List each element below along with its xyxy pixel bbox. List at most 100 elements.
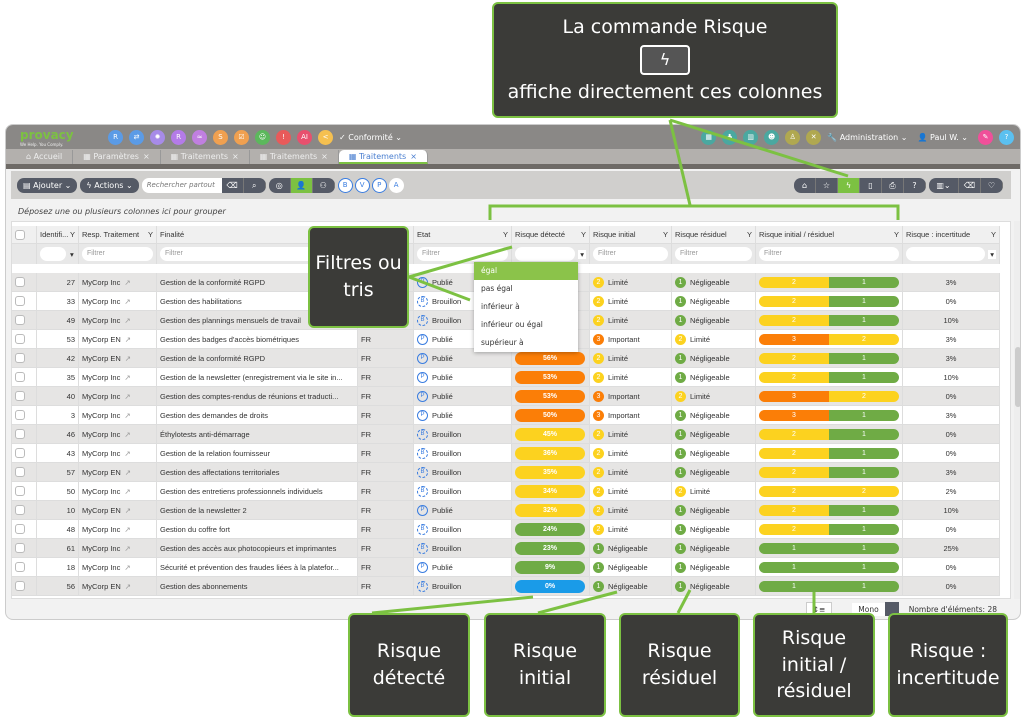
mono-toggle[interactable] [884, 602, 899, 616]
resp-name[interactable]: MyCorp Inc [82, 277, 121, 287]
search-icon[interactable]: ⌕ [244, 177, 266, 193]
person-icon[interactable]: ☺ [255, 129, 270, 145]
external-link-icon[interactable]: ↗ [124, 562, 131, 572]
dropdown-option[interactable]: inférieur à [481, 302, 520, 311]
filter-icon[interactable]: Y [147, 230, 153, 239]
external-link-icon[interactable]: ↗ [124, 429, 131, 439]
external-link-icon[interactable]: ↗ [124, 334, 132, 344]
row-checkbox[interactable] [15, 315, 25, 325]
row-checkbox[interactable] [15, 467, 25, 477]
row-checkbox[interactable] [15, 524, 25, 534]
tab-3[interactable]: ▦ Traitements× [250, 150, 339, 164]
conformite-menu[interactable]: ✓ Conformité ⌄ [339, 132, 402, 142]
print-icon[interactable]: ⎙ [882, 177, 904, 193]
filter-input[interactable] [906, 247, 986, 261]
row-checkbox[interactable] [15, 429, 25, 439]
my-items-icon[interactable]: 👤 [290, 177, 313, 193]
filter-icon[interactable]: Y [893, 230, 899, 239]
administration-menu[interactable]: 🔧 Administration ⌄ [827, 132, 908, 142]
chevron-down-icon[interactable]: ▾ [988, 249, 996, 259]
filter-input[interactable]: Filtrer [160, 247, 354, 261]
external-link-icon[interactable]: ↗ [124, 277, 131, 287]
close-icon[interactable]: × [410, 152, 417, 161]
vertical-scrollbar[interactable] [1014, 221, 1020, 599]
eraser-icon[interactable]: ⌫ [959, 177, 981, 193]
row-checkbox[interactable] [15, 505, 25, 515]
close-icon[interactable]: × [142, 152, 150, 161]
shield-icon[interactable]: ! [276, 129, 291, 145]
resp-name[interactable]: MyCorp EN [82, 334, 121, 344]
row-checkbox[interactable] [15, 410, 25, 420]
filter-icon[interactable]: Y [990, 230, 996, 239]
help-doc-icon[interactable]: ? [904, 177, 926, 193]
resp-name[interactable]: MyCorp Inc [82, 429, 121, 439]
filter-input[interactable]: Filtrer [82, 247, 153, 261]
select-all-checkbox[interactable] [15, 229, 25, 240]
tools-icon[interactable]: ✕ [806, 129, 822, 145]
virus-icon[interactable]: ✹ [150, 129, 165, 145]
s-module-icon[interactable]: S [213, 129, 228, 145]
resp-name[interactable]: MyCorp EN [82, 467, 121, 477]
dropdown-option[interactable]: inférieur ou égal [481, 320, 543, 329]
external-link-icon[interactable]: ↗ [124, 391, 131, 401]
row-checkbox[interactable] [15, 372, 25, 382]
filter-icon[interactable]: Y [580, 230, 586, 239]
star-icon[interactable]: ☆ [816, 177, 838, 193]
team-icon[interactable]: ⚇ [313, 177, 335, 193]
search-input[interactable]: Rechercher partout [141, 177, 222, 193]
building-icon[interactable]: ▥ [743, 129, 759, 145]
checkbox-icon[interactable]: ☑ [234, 129, 249, 145]
row-checkbox[interactable] [15, 448, 25, 458]
people-icon[interactable]: ♙ [785, 129, 801, 145]
external-link-icon[interactable]: ↗ [124, 296, 131, 306]
tab-1[interactable]: ▦ Paramètres× [73, 150, 161, 164]
external-link-icon[interactable]: ↗ [124, 410, 131, 420]
external-link-icon[interactable]: ↗ [124, 467, 132, 477]
column-header[interactable]: Identifi...Y [37, 226, 79, 243]
resp-name[interactable]: MyCorp EN [82, 505, 121, 515]
external-link-icon[interactable]: ↗ [124, 448, 131, 458]
status-filter-b[interactable]: B [337, 177, 353, 193]
tag-icon[interactable]: ⌂ [794, 177, 816, 193]
filter-icon[interactable]: Y [662, 230, 668, 239]
filter-input[interactable]: Filtrer [417, 247, 508, 261]
external-link-icon[interactable]: ↗ [124, 524, 131, 534]
resp-name[interactable]: MyCorp EN [82, 353, 121, 363]
status-filter-v[interactable]: V [354, 177, 370, 193]
handshake-icon[interactable]: ≈ [192, 129, 207, 145]
row-checkbox[interactable] [15, 296, 25, 306]
row-checkbox[interactable] [15, 334, 25, 344]
group-drop-zone[interactable]: Déposez une ou plusieurs colonnes ici po… [18, 207, 226, 216]
document-icon[interactable]: ▯ [860, 177, 882, 193]
status-filter-p[interactable]: P [371, 177, 387, 193]
tab-4[interactable]: ▦ Traitements× [338, 150, 428, 164]
close-icon[interactable]: × [232, 152, 239, 161]
resp-name[interactable]: MyCorp EN [82, 581, 121, 591]
resp-name[interactable]: MyCorp Inc [82, 524, 121, 534]
resp-name[interactable]: MyCorp Inc [82, 543, 121, 553]
resp-name[interactable]: MyCorp Inc [82, 486, 121, 496]
ai-chip-icon[interactable]: AI [297, 129, 312, 145]
filter-input[interactable]: Filtrer [593, 247, 668, 261]
external-link-icon[interactable]: ↗ [124, 372, 131, 382]
external-link-icon[interactable]: ↗ [124, 486, 131, 496]
resp-name[interactable]: MyCorp Inc [82, 372, 121, 382]
clear-filter-icon[interactable]: ⌫ [222, 177, 244, 193]
